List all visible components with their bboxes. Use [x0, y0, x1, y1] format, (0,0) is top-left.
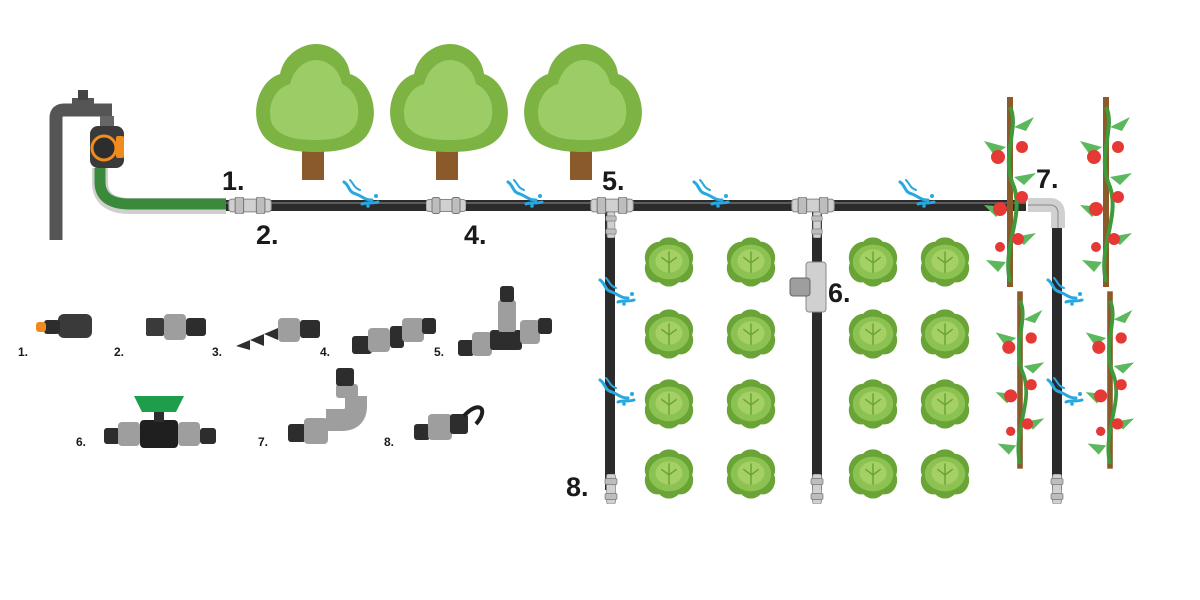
- tee-branch-fitting: [811, 212, 823, 238]
- lettuce-icon: [644, 236, 694, 288]
- legend-num-1: 1.: [18, 345, 28, 359]
- lettuce-icon: [644, 448, 694, 500]
- end-cap-fitting: [810, 474, 824, 504]
- lettuce-icon: [644, 308, 694, 360]
- tree-icon: [524, 44, 642, 180]
- label-5: 5.: [602, 166, 625, 196]
- lettuce-icon: [726, 308, 776, 360]
- tree-icon: [390, 44, 508, 180]
- tomato-plant-icon: [984, 97, 1036, 287]
- branch-pipes: [605, 210, 1062, 490]
- water-timer-icon: [90, 126, 124, 168]
- label-2: 2.: [256, 220, 279, 250]
- label-1: 1.: [222, 166, 245, 196]
- legend-num-4: 4.: [320, 345, 330, 359]
- lettuce-icon: [848, 236, 898, 288]
- label-6: 6.: [828, 278, 851, 308]
- tee-connector-icon: [458, 286, 552, 356]
- tree-icon: [256, 44, 374, 180]
- label-7: 7.: [1036, 164, 1059, 194]
- lettuce-icon: [644, 378, 694, 430]
- valve-icon: [104, 396, 216, 448]
- label-4: 4.: [464, 220, 487, 250]
- parts-legend: 1. 2. 3. 4.: [18, 286, 552, 449]
- lettuce-icon: [726, 448, 776, 500]
- label-8: 8.: [566, 472, 589, 502]
- lettuce-icon: [848, 378, 898, 430]
- lettuce-icon: [920, 308, 970, 360]
- tomato-plant-icon: [996, 291, 1045, 468]
- end-cap-fitting: [604, 474, 618, 504]
- end-cap-fitting: [1050, 474, 1064, 504]
- legend-num-8: 8.: [384, 435, 394, 449]
- legend-num-7: 7.: [258, 435, 268, 449]
- coupling-fitting: [426, 197, 466, 214]
- legend-num-2: 2.: [114, 345, 124, 359]
- legend-num-5: 5.: [434, 345, 444, 359]
- tee-fitting: [790, 197, 836, 214]
- valve-fitting: [789, 261, 827, 313]
- threaded-connector-icon: [146, 314, 206, 340]
- lettuce-icon: [920, 236, 970, 288]
- lettuce-icon: [848, 308, 898, 360]
- straight-coupling-icon: [352, 318, 436, 354]
- tap-adapter-icon: [36, 314, 92, 338]
- lettuce-icon: [920, 378, 970, 430]
- lettuce-icon: [920, 448, 970, 500]
- barbed-connector-icon: [236, 318, 320, 350]
- tomato-plant-icon: [1086, 291, 1135, 468]
- lettuce-icon: [848, 448, 898, 500]
- legend-num-6: 6.: [76, 435, 86, 449]
- end-cap-icon: [414, 405, 485, 440]
- tap-adapter-fitting: [228, 197, 272, 214]
- tee-fitting: [589, 197, 635, 214]
- tee-branch-fitting: [605, 212, 617, 238]
- elbow-connector-icon: [288, 368, 367, 444]
- lettuce-icon: [726, 236, 776, 288]
- elbow-fitting: [1028, 198, 1065, 228]
- garden-hose-icon: [92, 168, 226, 214]
- legend-num-3: 3.: [212, 345, 222, 359]
- tomato-plant-icon: [1080, 97, 1132, 287]
- lettuce-icon: [726, 378, 776, 430]
